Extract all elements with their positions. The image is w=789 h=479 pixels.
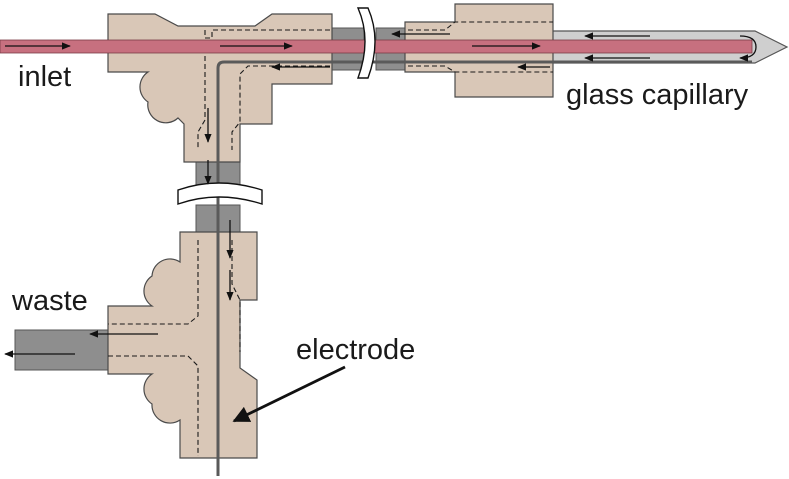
cross-channel-right (231, 240, 241, 352)
label-waste: waste (11, 285, 88, 317)
top-tee-channel-lower (231, 65, 330, 150)
arrow-tip-turn (739, 35, 757, 62)
union-channel-lower (408, 65, 553, 73)
internal-channels (108, 21, 553, 456)
top-break (356, 7, 376, 79)
electrode-wire (216, 60, 752, 476)
waste-tube (14, 329, 116, 371)
label-electrode: electrode (296, 334, 415, 366)
bottom-cross-fitting (107, 231, 258, 459)
label-inlet: inlet (18, 61, 71, 93)
fittings (107, 3, 554, 459)
tube-breaks (177, 7, 376, 205)
vertical-break (177, 182, 263, 205)
cross-channel-left (108, 240, 199, 325)
label-glass-capillary: glass capillary (566, 79, 749, 111)
top-tee-fitting (107, 13, 333, 163)
cross-channel-bottom (108, 355, 199, 456)
top-tee-channel-left (197, 56, 206, 150)
electrode-pointer-arrow (232, 365, 346, 423)
union-channel-upper (408, 21, 553, 31)
inlet-line (0, 39, 753, 54)
flow-arrows (4, 30, 757, 358)
